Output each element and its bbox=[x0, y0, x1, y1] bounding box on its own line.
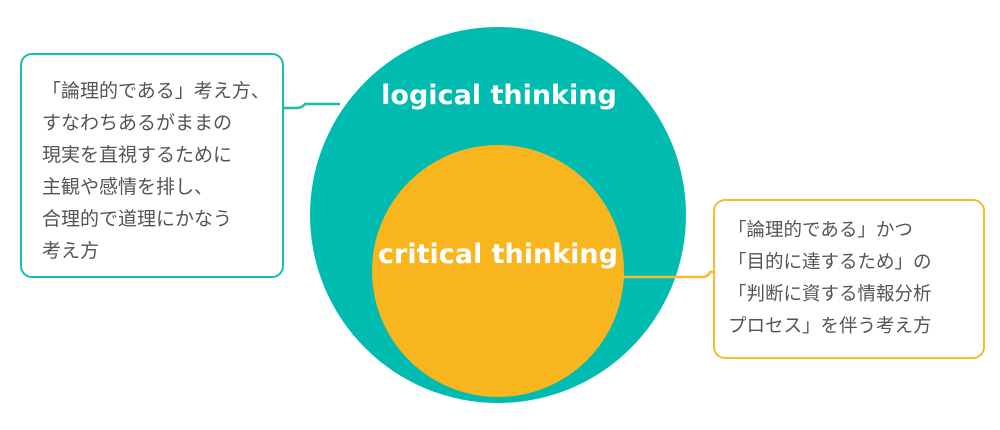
inner-circle bbox=[372, 145, 624, 397]
critical-thinking-callout: 「論理的である」かつ 「目的に達するため」の 「判断に資する情報分析 プロセス」… bbox=[713, 199, 985, 359]
logical-thinking-callout: 「論理的である」考え方、 すなわちあるがままの 現実を直視するために 主観や感情… bbox=[20, 53, 284, 278]
right-connector-line bbox=[622, 270, 713, 279]
logical-thinking-label: logical thinking bbox=[381, 80, 617, 111]
left-connector-line bbox=[284, 102, 340, 110]
critical-thinking-label: critical thinking bbox=[378, 239, 618, 270]
